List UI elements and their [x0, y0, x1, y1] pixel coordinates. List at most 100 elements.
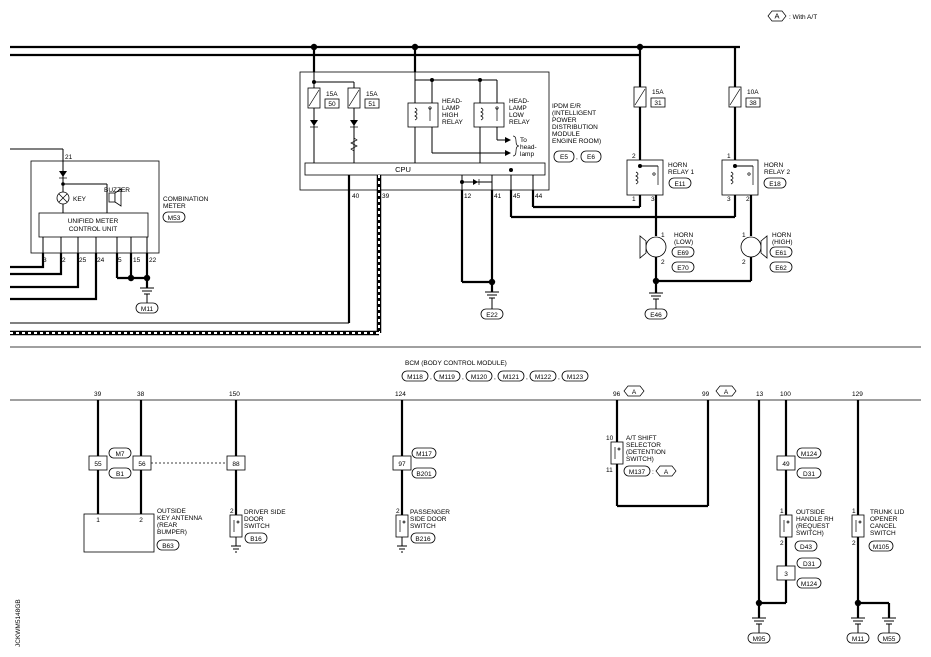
svg-text:124: 124 [395, 391, 406, 398]
svg-text:E46: E46 [650, 312, 662, 319]
svg-text:39: 39 [94, 391, 102, 398]
power-bus [10, 43, 740, 57]
svg-text:M11: M11 [852, 636, 865, 643]
svg-text:12: 12 [464, 193, 472, 200]
svg-text:41: 41 [494, 193, 502, 200]
svg-text:B1: B1 [116, 471, 124, 478]
passenger-door-switch: 97 M117 B201 2 PASSENGER SIDE DOOR SWITC… [392, 400, 450, 553]
svg-text:25: 25 [79, 257, 87, 264]
svg-text:HEAD-: HEAD- [442, 98, 462, 105]
svg-text:E5: E5 [560, 154, 568, 161]
svg-text:10A: 10A [747, 89, 759, 96]
svg-text:LAMP: LAMP [442, 105, 460, 112]
svg-text:45: 45 [513, 193, 521, 200]
svg-text:2: 2 [852, 540, 856, 547]
svg-text:HORN: HORN [772, 232, 791, 239]
svg-text:A/T SHIFT: A/T SHIFT [626, 435, 657, 442]
svg-text:M118: M118 [407, 374, 423, 381]
svg-text:2: 2 [746, 196, 750, 203]
svg-text:E18: E18 [769, 181, 781, 188]
horn-relay-2: 1 3 2 HORN RELAY 2 E18 [721, 153, 791, 203]
svg-text:OUTSIDE: OUTSIDE [796, 509, 826, 516]
svg-text:24: 24 [97, 257, 105, 264]
svg-text:E11: E11 [674, 181, 685, 188]
svg-text:50: 50 [328, 101, 336, 108]
svg-text:M124: M124 [801, 451, 818, 458]
svg-text:(REAR: (REAR [157, 522, 178, 529]
svg-text:A: A [632, 389, 637, 396]
svg-text:E62: E62 [775, 265, 787, 272]
svg-text:M55: M55 [883, 636, 896, 643]
svg-text:2: 2 [661, 259, 665, 266]
svg-text:,: , [576, 154, 578, 161]
svg-text:M137: M137 [629, 469, 646, 476]
svg-text:HIGH: HIGH [442, 112, 459, 119]
svg-text:DOOR: DOOR [244, 516, 264, 523]
svg-text:HANDLE RH: HANDLE RH [796, 516, 834, 523]
svg-text:OPENER: OPENER [870, 516, 898, 523]
svg-text:3: 3 [727, 196, 731, 203]
svg-text:HORN: HORN [674, 232, 693, 239]
at-shift-selector: 10 11 A/T SHIFT SELECTOR (DETENTION SWIT… [606, 400, 710, 508]
cpu-label: CPU [395, 165, 411, 174]
svg-text:IPDM E/R: IPDM E/R [552, 103, 581, 110]
svg-text:HEAD-: HEAD- [509, 98, 529, 105]
svg-text:,: , [558, 374, 560, 381]
svg-text:D43: D43 [800, 544, 812, 551]
svg-text:22: 22 [149, 257, 157, 264]
svg-text:KEY ANTENNA: KEY ANTENNA [157, 515, 203, 522]
svg-text:CANCEL: CANCEL [870, 523, 897, 530]
svg-text:SWITCH: SWITCH [870, 530, 896, 537]
svg-text:RELAY: RELAY [442, 119, 463, 126]
svg-text:CONTROL UNIT: CONTROL UNIT [69, 226, 118, 233]
svg-text:2: 2 [742, 259, 746, 266]
svg-text:51: 51 [368, 101, 376, 108]
svg-text:1: 1 [632, 196, 636, 203]
driver-door-switch: 88 2 DRIVER SIDE DOOR SWITCH B16 [226, 400, 286, 553]
svg-text:M11: M11 [141, 306, 154, 313]
svg-text:M119: M119 [439, 374, 455, 381]
svg-text:3: 3 [784, 571, 788, 578]
svg-text:M117: M117 [416, 451, 432, 458]
svg-text:(INTELLIGENT: (INTELLIGENT [552, 110, 596, 117]
svg-text:SWITCH): SWITCH) [796, 530, 824, 537]
svg-text:HORN: HORN [764, 162, 783, 169]
svg-text:1: 1 [780, 508, 784, 515]
svg-text:M120: M120 [471, 374, 488, 381]
svg-text:B63: B63 [162, 543, 174, 550]
svg-text:3: 3 [43, 257, 47, 264]
svg-text:55: 55 [94, 461, 102, 468]
svg-text:15A: 15A [652, 89, 664, 96]
svg-text:DISTRIBUTION: DISTRIBUTION [552, 124, 598, 131]
outside-key-antenna: 55 56 M7 B1 1 2 OUTSIDE KEY ANTENNA (REA… [83, 400, 227, 553]
svg-text:,: , [526, 374, 528, 381]
svg-text:METER: METER [163, 203, 186, 210]
key-label: KEY [73, 196, 87, 203]
svg-text:38: 38 [137, 391, 145, 398]
svg-text::: : [652, 469, 654, 476]
svg-text:E22: E22 [486, 312, 498, 319]
svg-text:lamp: lamp [520, 151, 534, 158]
horn-relay-1: 2 1 3 HORN RELAY 1 E11 [626, 153, 695, 203]
fuse-38: 10A 38 [728, 86, 761, 108]
svg-text:OUTSIDE: OUTSIDE [157, 508, 187, 515]
ipdm-title: IPDM E/R (INTELLIGENT POWER DISTRIBUTION… [552, 103, 602, 163]
svg-text:LOW: LOW [509, 112, 525, 119]
svg-text:,: , [430, 374, 432, 381]
svg-text:M95: M95 [753, 636, 766, 643]
svg-text:B16: B16 [250, 536, 262, 543]
svg-text:head-: head- [520, 144, 537, 151]
svg-text:96: 96 [613, 391, 621, 398]
fuse-51: 15A 51 [347, 87, 380, 109]
svg-text:99: 99 [702, 391, 710, 398]
headlamp-low-relay: HEAD- LAMP LOW RELAY [473, 98, 530, 128]
svg-text:M105: M105 [873, 544, 890, 551]
svg-text:97: 97 [398, 461, 406, 468]
svg-text:2: 2 [396, 508, 400, 515]
ipdm-wiring [10, 175, 737, 336]
svg-text:40: 40 [352, 193, 360, 200]
combination-meter: 21 BUZZER KEY UNIFIED METER CONTROL UNIT… [10, 148, 209, 264]
svg-text:RELAY: RELAY [509, 119, 530, 126]
svg-text:2: 2 [632, 153, 636, 160]
svg-text:POWER: POWER [552, 117, 577, 124]
